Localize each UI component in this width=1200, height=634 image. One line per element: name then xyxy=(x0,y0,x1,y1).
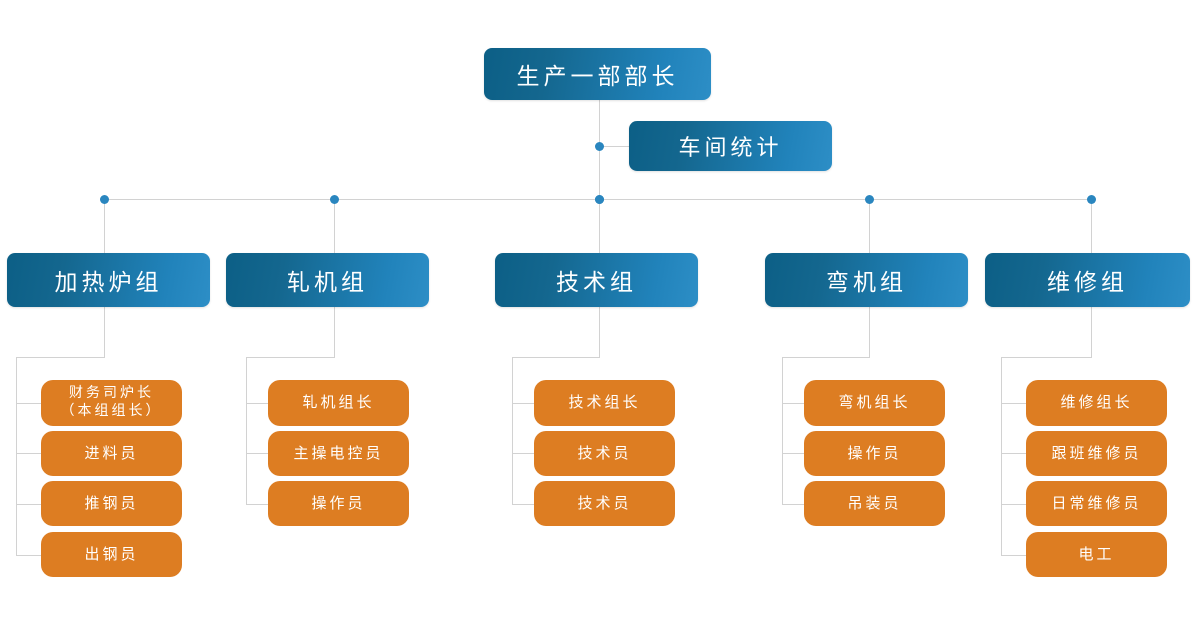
connector-group3-branch-3 xyxy=(512,504,534,505)
node-member-heating-2[interactable]: 进料员 xyxy=(41,431,182,476)
node-member-bending-2[interactable]: 操作员 xyxy=(804,431,945,476)
node-member-bending-3[interactable]: 吊装员 xyxy=(804,481,945,526)
connector-drop-group-2 xyxy=(334,199,335,254)
connector-dot-group-1 xyxy=(100,195,109,204)
leaf-label: 吊装员 xyxy=(847,493,902,512)
node-group-technology[interactable]: 技术组 xyxy=(495,253,698,307)
connector-drop-group-4 xyxy=(869,199,870,254)
leaf-label: 出钢员 xyxy=(84,544,139,563)
leaf-label: 进料员 xyxy=(84,443,139,462)
node-root-production-director[interactable]: 生产一部部长 xyxy=(484,48,711,100)
connector-dot-staff xyxy=(595,142,604,151)
connector-group2-branch-2 xyxy=(246,453,268,454)
node-member-heating-1[interactable]: 财务司炉长 （本组组长） xyxy=(41,380,182,426)
node-member-heating-4[interactable]: 出钢员 xyxy=(41,532,182,577)
connector-group4-elbow xyxy=(782,357,870,358)
node-member-technology-1[interactable]: 技术组长 xyxy=(534,380,675,426)
connector-dot-group-5 xyxy=(1087,195,1096,204)
leaf-label: 操作员 xyxy=(311,493,366,512)
connector-group4-branch-1 xyxy=(782,403,804,404)
connector-distribution-bar xyxy=(100,199,1089,200)
leaf-label: 技术员 xyxy=(577,443,632,462)
connector-group2-branch-1 xyxy=(246,403,268,404)
connector-group5-spine xyxy=(1001,357,1002,555)
node-group-bending-machine[interactable]: 弯机组 xyxy=(765,253,968,307)
leaf-label: 电工 xyxy=(1078,544,1115,563)
node-member-technology-2[interactable]: 技术员 xyxy=(534,431,675,476)
connector-dot-group-2 xyxy=(330,195,339,204)
connector-group1-branch-4 xyxy=(16,555,41,556)
connector-group2-spine xyxy=(246,357,247,504)
connector-group5-branch-1 xyxy=(1001,403,1026,404)
leaf-label: 跟班维修员 xyxy=(1051,443,1142,462)
leaf-label: 操作员 xyxy=(847,443,902,462)
connector-group5-branch-3 xyxy=(1001,504,1026,505)
connector-group1-spine xyxy=(16,357,17,555)
node-group-rolling-mill[interactable]: 轧机组 xyxy=(226,253,429,307)
connector-group1-branch-3 xyxy=(16,504,41,505)
node-member-rolling-2[interactable]: 主操电控员 xyxy=(268,431,409,476)
connector-group2-stem xyxy=(334,307,335,358)
connector-staff-stub xyxy=(599,146,630,147)
node-member-maintenance-3[interactable]: 日常维修员 xyxy=(1026,481,1167,526)
node-member-heating-3[interactable]: 推钢员 xyxy=(41,481,182,526)
connector-group4-stem xyxy=(869,307,870,358)
leaf-label: 弯机组长 xyxy=(838,393,911,412)
connector-group3-elbow xyxy=(512,357,600,358)
leaf-label: 推钢员 xyxy=(84,493,139,512)
connector-group5-elbow xyxy=(1001,357,1092,358)
node-member-maintenance-1[interactable]: 维修组长 xyxy=(1026,380,1167,426)
connector-group2-branch-3 xyxy=(246,504,268,505)
connector-group1-stem xyxy=(104,307,105,358)
leaf-label: 日常维修员 xyxy=(1051,493,1142,512)
connector-drop-group-1 xyxy=(104,199,105,254)
node-staff-workshop-statistics[interactable]: 车间统计 xyxy=(629,121,832,171)
connector-group1-elbow xyxy=(16,357,105,358)
connector-group4-spine xyxy=(782,357,783,504)
connector-group3-spine xyxy=(512,357,513,504)
leaf-label: 主操电控员 xyxy=(293,443,384,462)
leaf-label: 轧机组长 xyxy=(302,393,375,412)
connector-group5-stem xyxy=(1091,307,1092,358)
node-group-maintenance[interactable]: 维修组 xyxy=(985,253,1190,307)
node-member-maintenance-4[interactable]: 电工 xyxy=(1026,532,1167,577)
node-member-rolling-1[interactable]: 轧机组长 xyxy=(268,380,409,426)
connector-group1-branch-1 xyxy=(16,403,41,404)
connector-dot-group-4 xyxy=(865,195,874,204)
node-member-bending-1[interactable]: 弯机组长 xyxy=(804,380,945,426)
connector-group4-branch-2 xyxy=(782,453,804,454)
connector-drop-group-3 xyxy=(599,199,600,254)
leaf-label: 财务司炉长 （本组组长） xyxy=(60,385,163,419)
leaf-label: 技术组长 xyxy=(568,393,641,412)
connector-group5-branch-4 xyxy=(1001,555,1026,556)
node-member-rolling-3[interactable]: 操作员 xyxy=(268,481,409,526)
leaf-label: 技术员 xyxy=(577,493,632,512)
connector-group3-branch-1 xyxy=(512,403,534,404)
leaf-label: 维修组长 xyxy=(1060,393,1133,412)
connector-group4-branch-3 xyxy=(782,504,804,505)
node-group-heating-furnace[interactable]: 加热炉组 xyxy=(7,253,210,307)
connector-group5-branch-2 xyxy=(1001,453,1026,454)
connector-drop-group-5 xyxy=(1091,199,1092,254)
connector-dot-group-3 xyxy=(595,195,604,204)
connector-group3-stem xyxy=(599,307,600,358)
node-member-maintenance-2[interactable]: 跟班维修员 xyxy=(1026,431,1167,476)
node-member-technology-3[interactable]: 技术员 xyxy=(534,481,675,526)
connector-group1-branch-2 xyxy=(16,453,41,454)
connector-group3-branch-2 xyxy=(512,453,534,454)
connector-group2-elbow xyxy=(246,357,335,358)
